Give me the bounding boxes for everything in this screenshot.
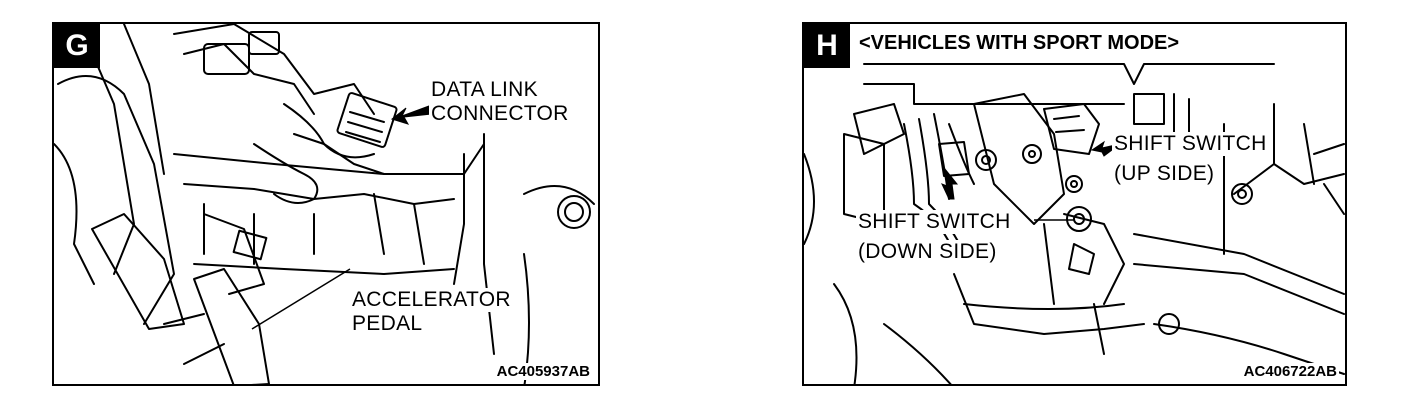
shift-switch-up-label-line1: SHIFT SWITCH [1112, 132, 1269, 156]
accelerator-pedal-label-line2: PEDAL [350, 312, 425, 336]
dashboard-illustration [54, 24, 595, 384]
figure-code-g: AC405937AB [494, 363, 592, 380]
accelerator-pedal-label-line1: ACCELERATOR [350, 288, 513, 312]
figure-panel-g: G DATA LINK CONNECTOR ACCELERATOR PEDAL … [52, 22, 600, 386]
data-link-connector-label-line1: DATA LINK [429, 78, 540, 102]
shift-switch-illustration [804, 63, 1345, 384]
shift-switch-up-label-line2: (UP SIDE) [1112, 162, 1217, 186]
panel-badge-g: G [54, 24, 100, 68]
shift-switch-down-label-line2: (DOWN SIDE) [856, 240, 999, 264]
data-link-connector-label-line2: CONNECTOR [429, 102, 571, 126]
shift-switch-down-label-line1: SHIFT SWITCH [856, 210, 1013, 234]
panel-badge-h: H [804, 24, 850, 68]
figure-code-h: AC406722AB [1241, 363, 1339, 380]
panel-h-title: <VEHICLES WITH SPORT MODE> [856, 32, 1183, 55]
figure-panel-h: H <VEHICLES WITH SPORT MODE> SHIFT SWITC… [802, 22, 1347, 386]
